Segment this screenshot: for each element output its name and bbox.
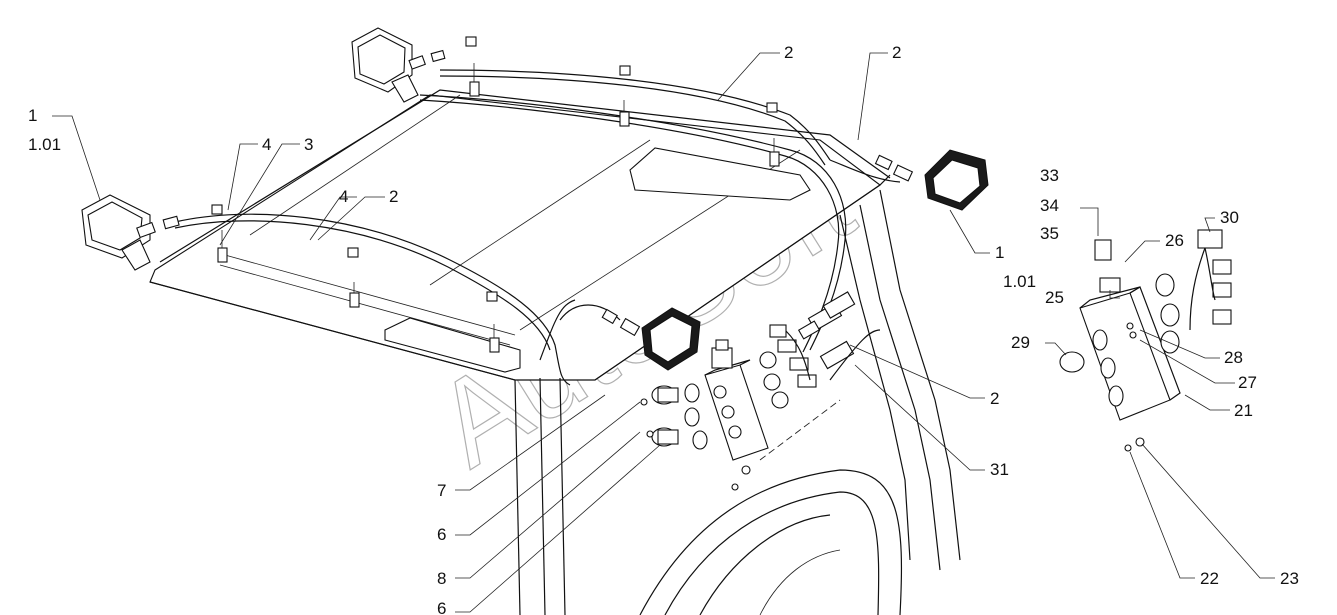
work-lamp-left-front xyxy=(351,27,446,103)
callout-28: 28 xyxy=(1224,348,1243,367)
callout-2: 2 xyxy=(389,187,398,206)
callout-27: 27 xyxy=(1238,373,1257,392)
center-harness-bundle xyxy=(759,324,817,409)
callout-26: 26 xyxy=(1165,231,1184,250)
detail-harness xyxy=(1155,229,1232,354)
work-lamp-right-front xyxy=(874,149,989,211)
callout-2: 2 xyxy=(784,43,793,62)
callout-8: 8 xyxy=(437,569,446,588)
callout-1: 1 xyxy=(995,243,1004,262)
callout-7: 7 xyxy=(437,481,446,500)
work-lamp-left-rear xyxy=(81,194,180,271)
callout-3: 3 xyxy=(304,135,313,154)
callout-33: 33 xyxy=(1040,166,1059,185)
roof-frame xyxy=(149,89,891,381)
callout-labels: 1 1.01 4 3 4 2 2 2 1 1.01 33 34 35 26 30… xyxy=(28,43,1299,615)
callout-30: 30 xyxy=(1220,208,1239,227)
callout-6: 6 xyxy=(437,525,446,544)
callout-2: 2 xyxy=(892,43,901,62)
callout-29: 29 xyxy=(1011,333,1030,352)
center-connectors xyxy=(797,291,881,381)
callout-21: 21 xyxy=(1234,401,1253,420)
leader-lines xyxy=(52,52,1275,613)
callout-4: 4 xyxy=(262,135,271,154)
callout-22: 22 xyxy=(1200,569,1219,588)
callout-25: 25 xyxy=(1045,288,1064,307)
callout-1-01: 1.01 xyxy=(1003,272,1036,291)
callout-6: 6 xyxy=(437,599,446,615)
callout-1-01: 1.01 xyxy=(28,135,61,154)
callout-35: 35 xyxy=(1040,224,1059,243)
callout-2: 2 xyxy=(990,389,999,408)
callout-31: 31 xyxy=(990,460,1009,479)
center-relay-box xyxy=(704,339,769,491)
callout-4: 4 xyxy=(339,187,348,206)
rocker-switches xyxy=(640,383,841,461)
work-lamp-center-rear xyxy=(601,307,701,371)
wiring-harness xyxy=(174,69,901,386)
harness-clips xyxy=(211,36,780,353)
callout-1: 1 xyxy=(28,106,37,125)
callout-34: 34 xyxy=(1040,196,1059,215)
callout-23: 23 xyxy=(1280,569,1299,588)
switch-box-detail xyxy=(1059,239,1181,452)
